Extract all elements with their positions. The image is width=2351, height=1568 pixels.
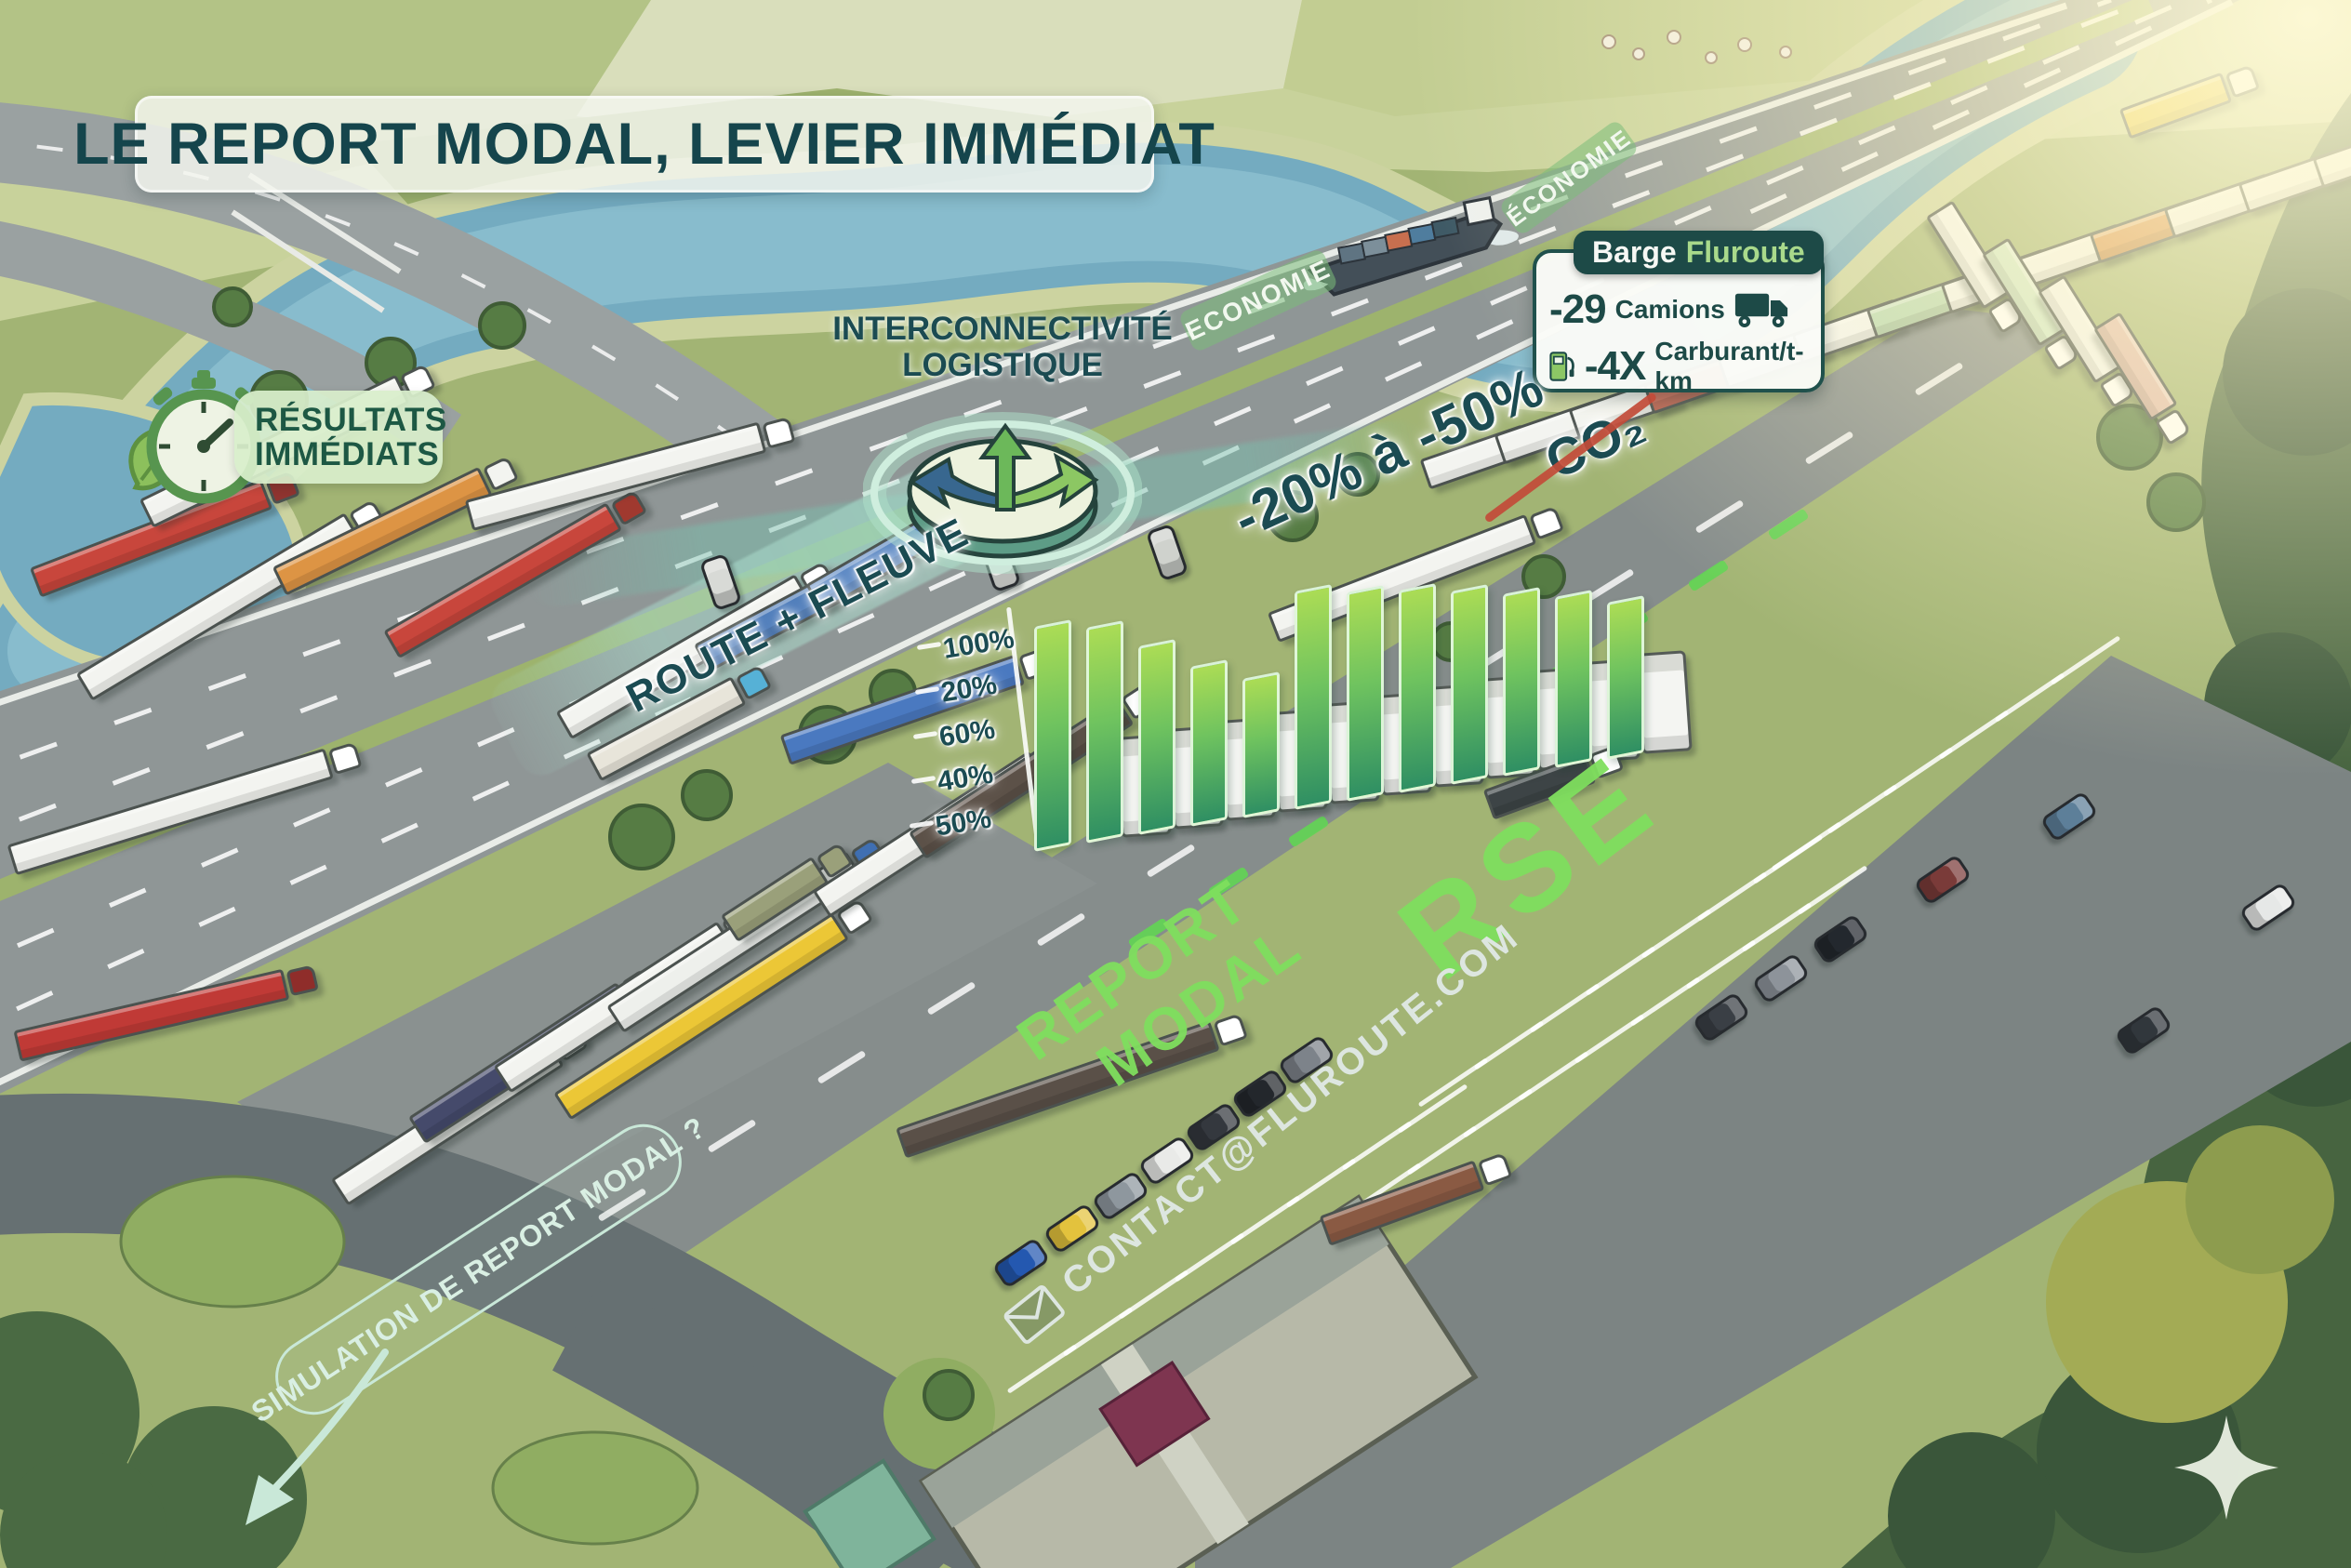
envelope-icon (1003, 1284, 1065, 1344)
results-badge-line1: RÉSULTATS (255, 401, 447, 438)
truck-icon (1734, 293, 1787, 328)
callout-title-fluroute: Fluroute (1685, 235, 1805, 269)
interconnectivity-label: INTERCONNECTIVITÉ LOGISTIQUE (805, 311, 1200, 383)
contact-ground-marking: CONTACT@FLUROUTE.COM (1001, 916, 1527, 1347)
interconnectivity-line1: INTERCONNECTIVITÉ (832, 311, 1173, 347)
results-badge-line2: IMMÉDIATS (255, 436, 440, 472)
results-badge: RÉSULTATS IMMÉDIATS (234, 391, 447, 484)
title-banner: LE REPORT MODAL, LEVIER IMMÉDIAT (73, 96, 1215, 193)
camions-label: Camions (1614, 295, 1725, 324)
carburant-label: Carburant/t-km (1654, 337, 1804, 395)
interconnectivity-line2: LOGISTIQUE (902, 347, 1103, 384)
arrow-down-left-icon (246, 1349, 389, 1525)
page-title: LE REPORT MODAL, LEVIER IMMÉDIAT (73, 112, 1215, 177)
callout-title-barge: Barge (1592, 235, 1677, 269)
sparkle-icon (2174, 1415, 2278, 1520)
callout-row-camions: -29 Camions (1536, 286, 1821, 333)
